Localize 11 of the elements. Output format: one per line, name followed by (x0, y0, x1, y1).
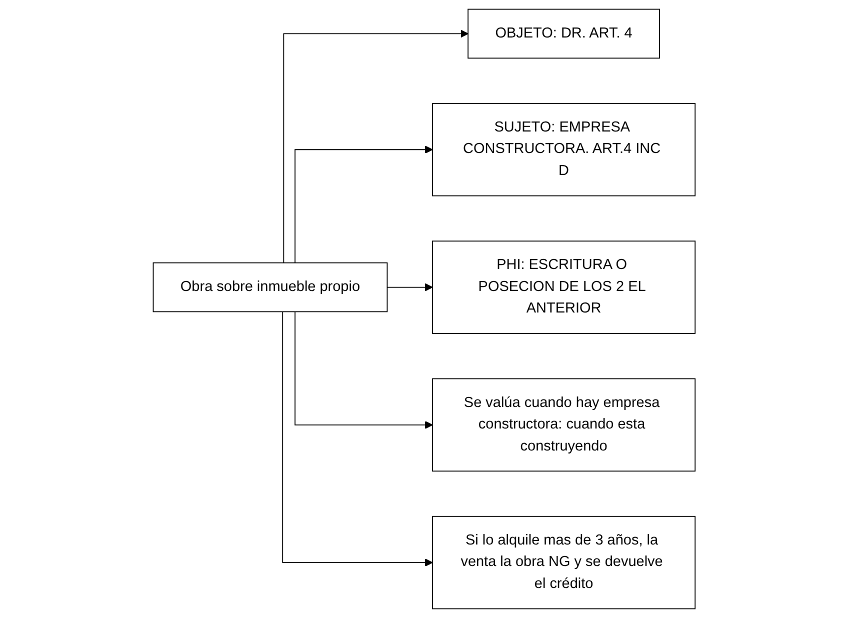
node-box: OBJETO: DR. ART. 4 (468, 8, 660, 59)
node-box: PHI: ESCRITURA O POSECION DE LOS 2 EL ANTERIOR (432, 240, 696, 334)
arrow (294, 311, 434, 429)
arrow (387, 283, 434, 292)
node-box: SUJETO: EMPRESA CONSTRUCTORA. ART.4 INC D (432, 102, 696, 196)
node-box: Si lo alquile mas de 3 años, la venta la obra NG y se devuelve el crédito (432, 516, 696, 610)
arrow (294, 146, 434, 264)
node-box: Se valúa cuando hay empresa constructora: cuando esta construyendo (432, 378, 696, 472)
arrow (282, 311, 434, 567)
node-box: Obra sobre inmueble propio (153, 262, 388, 312)
arrow (284, 30, 469, 264)
